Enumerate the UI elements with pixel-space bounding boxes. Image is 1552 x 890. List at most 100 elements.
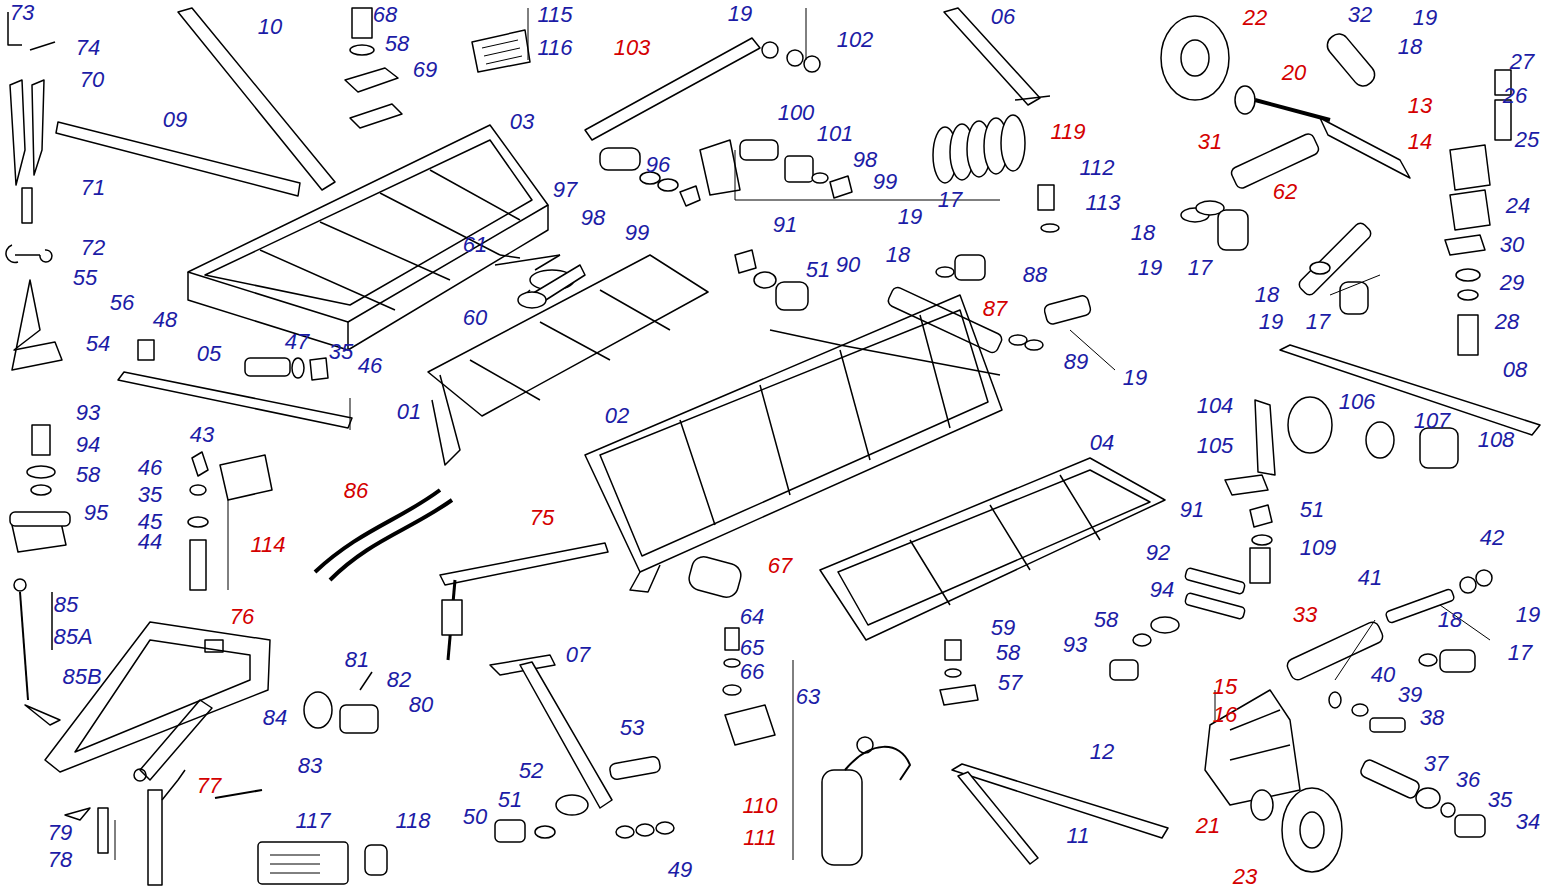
callout-number: 98	[580, 207, 606, 229]
callout-number: 117	[294, 810, 331, 832]
callout-number: 07	[565, 644, 591, 666]
callout-number: 19	[1412, 7, 1438, 29]
callout-number: 115	[536, 4, 573, 26]
callout-number: 19	[897, 206, 923, 228]
callout-number: 11	[1066, 825, 1091, 847]
callout-number: 95	[83, 502, 109, 524]
callout-number: 39	[1397, 684, 1423, 706]
callout-number: 42	[1479, 527, 1505, 549]
callout-number: 101	[816, 123, 855, 145]
callout-number: 56	[109, 292, 135, 314]
callout-number: 05	[196, 343, 222, 365]
callout-number: 70	[79, 69, 105, 91]
callout-number: 102	[836, 29, 875, 51]
callout-number: 61	[462, 234, 488, 256]
callout-number: 22	[1242, 7, 1268, 29]
callout-number: 51	[805, 259, 831, 281]
callout-number: 93	[75, 402, 101, 424]
callout-number: 109	[1299, 537, 1338, 559]
callout-number: 45	[137, 511, 163, 533]
callout-number: 33	[1292, 604, 1318, 626]
callout-number: 35	[328, 341, 354, 363]
callout-number: 78	[47, 849, 73, 871]
callout-number: 18	[1130, 222, 1156, 244]
callout-number: 04	[1089, 432, 1115, 454]
callout-number: 65	[739, 637, 765, 659]
callout-number: 03	[509, 111, 535, 133]
callout-number: 58	[995, 642, 1021, 664]
callout-number: 27	[1509, 51, 1535, 73]
callout-number: 20	[1281, 62, 1307, 84]
callout-number: 35	[137, 484, 163, 506]
callout-number: 119	[1049, 121, 1086, 143]
callout-number: 10	[257, 16, 283, 38]
callout-number: 73	[9, 2, 35, 24]
callout-number: 63	[795, 686, 821, 708]
callout-number: 99	[624, 222, 650, 244]
callout-number: 67	[767, 555, 793, 577]
callout-number: 51	[497, 789, 523, 811]
callout-number: 89	[1063, 351, 1089, 373]
callout-number: 108	[1477, 429, 1516, 451]
callout-number: 17	[1507, 642, 1533, 664]
callout-number: 75	[529, 507, 555, 529]
callout-number: 12	[1089, 741, 1115, 763]
callout-number: 111	[742, 827, 777, 849]
callout-number: 13	[1407, 95, 1433, 117]
callout-number: 01	[396, 401, 422, 423]
callout-number: 116	[536, 37, 573, 59]
callout-number: 94	[1149, 579, 1175, 601]
callout-number: 51	[1299, 499, 1325, 521]
callout-number: 77	[196, 775, 222, 797]
callout-number: 58	[75, 464, 101, 486]
callout-number: 98	[852, 149, 878, 171]
callout-number: 38	[1419, 707, 1445, 729]
callout-number: 49	[667, 859, 693, 881]
callout-number: 34	[1515, 811, 1541, 833]
callout-number: 50	[462, 806, 488, 828]
callout-number: 53	[619, 717, 645, 739]
callout-number: 54	[85, 333, 111, 355]
callout-number: 28	[1494, 311, 1520, 333]
callout-number: 19	[1515, 604, 1541, 626]
callout-number: 103	[613, 37, 652, 59]
callout-number: 86	[343, 480, 369, 502]
callout-number: 85B	[61, 666, 102, 688]
callout-number: 26	[1502, 85, 1528, 107]
callout-number: 18	[1254, 284, 1280, 306]
callout-number: 100	[777, 102, 816, 124]
callout-number: 43	[189, 424, 215, 446]
callout-number: 06	[990, 6, 1016, 28]
callout-number: 85	[53, 594, 79, 616]
callout-number: 52	[518, 760, 544, 782]
callout-number: 62	[1272, 181, 1298, 203]
callout-number: 71	[80, 177, 106, 199]
callout-number: 55	[72, 267, 98, 289]
callout-number: 09	[162, 109, 188, 131]
callout-number: 47	[284, 331, 310, 353]
callout-number: 18	[885, 244, 911, 266]
callout-number: 25	[1514, 129, 1540, 151]
callout-number: 92	[1145, 542, 1171, 564]
callout-number: 46	[137, 457, 163, 479]
callout-number: 23	[1232, 866, 1258, 888]
callout-number: 21	[1195, 815, 1221, 837]
callout-number: 110	[741, 795, 778, 817]
callout-number: 112	[1078, 157, 1115, 179]
callout-number: 82	[386, 669, 412, 691]
callout-number: 105	[1196, 435, 1235, 457]
callout-number: 46	[357, 355, 383, 377]
callout-number: 48	[152, 309, 178, 331]
callout-number: 68	[372, 4, 398, 26]
callout-number: 16	[1212, 704, 1238, 726]
callout-number: 18	[1437, 609, 1463, 631]
callout-number: 93	[1062, 634, 1088, 656]
callout-number: 57	[997, 672, 1023, 694]
callout-number: 19	[1137, 257, 1163, 279]
callout-number: 24	[1505, 195, 1531, 217]
callout-number: 17	[937, 189, 963, 211]
callout-number: 91	[1179, 499, 1205, 521]
callout-number: 118	[394, 810, 431, 832]
callout-number: 90	[835, 254, 861, 276]
